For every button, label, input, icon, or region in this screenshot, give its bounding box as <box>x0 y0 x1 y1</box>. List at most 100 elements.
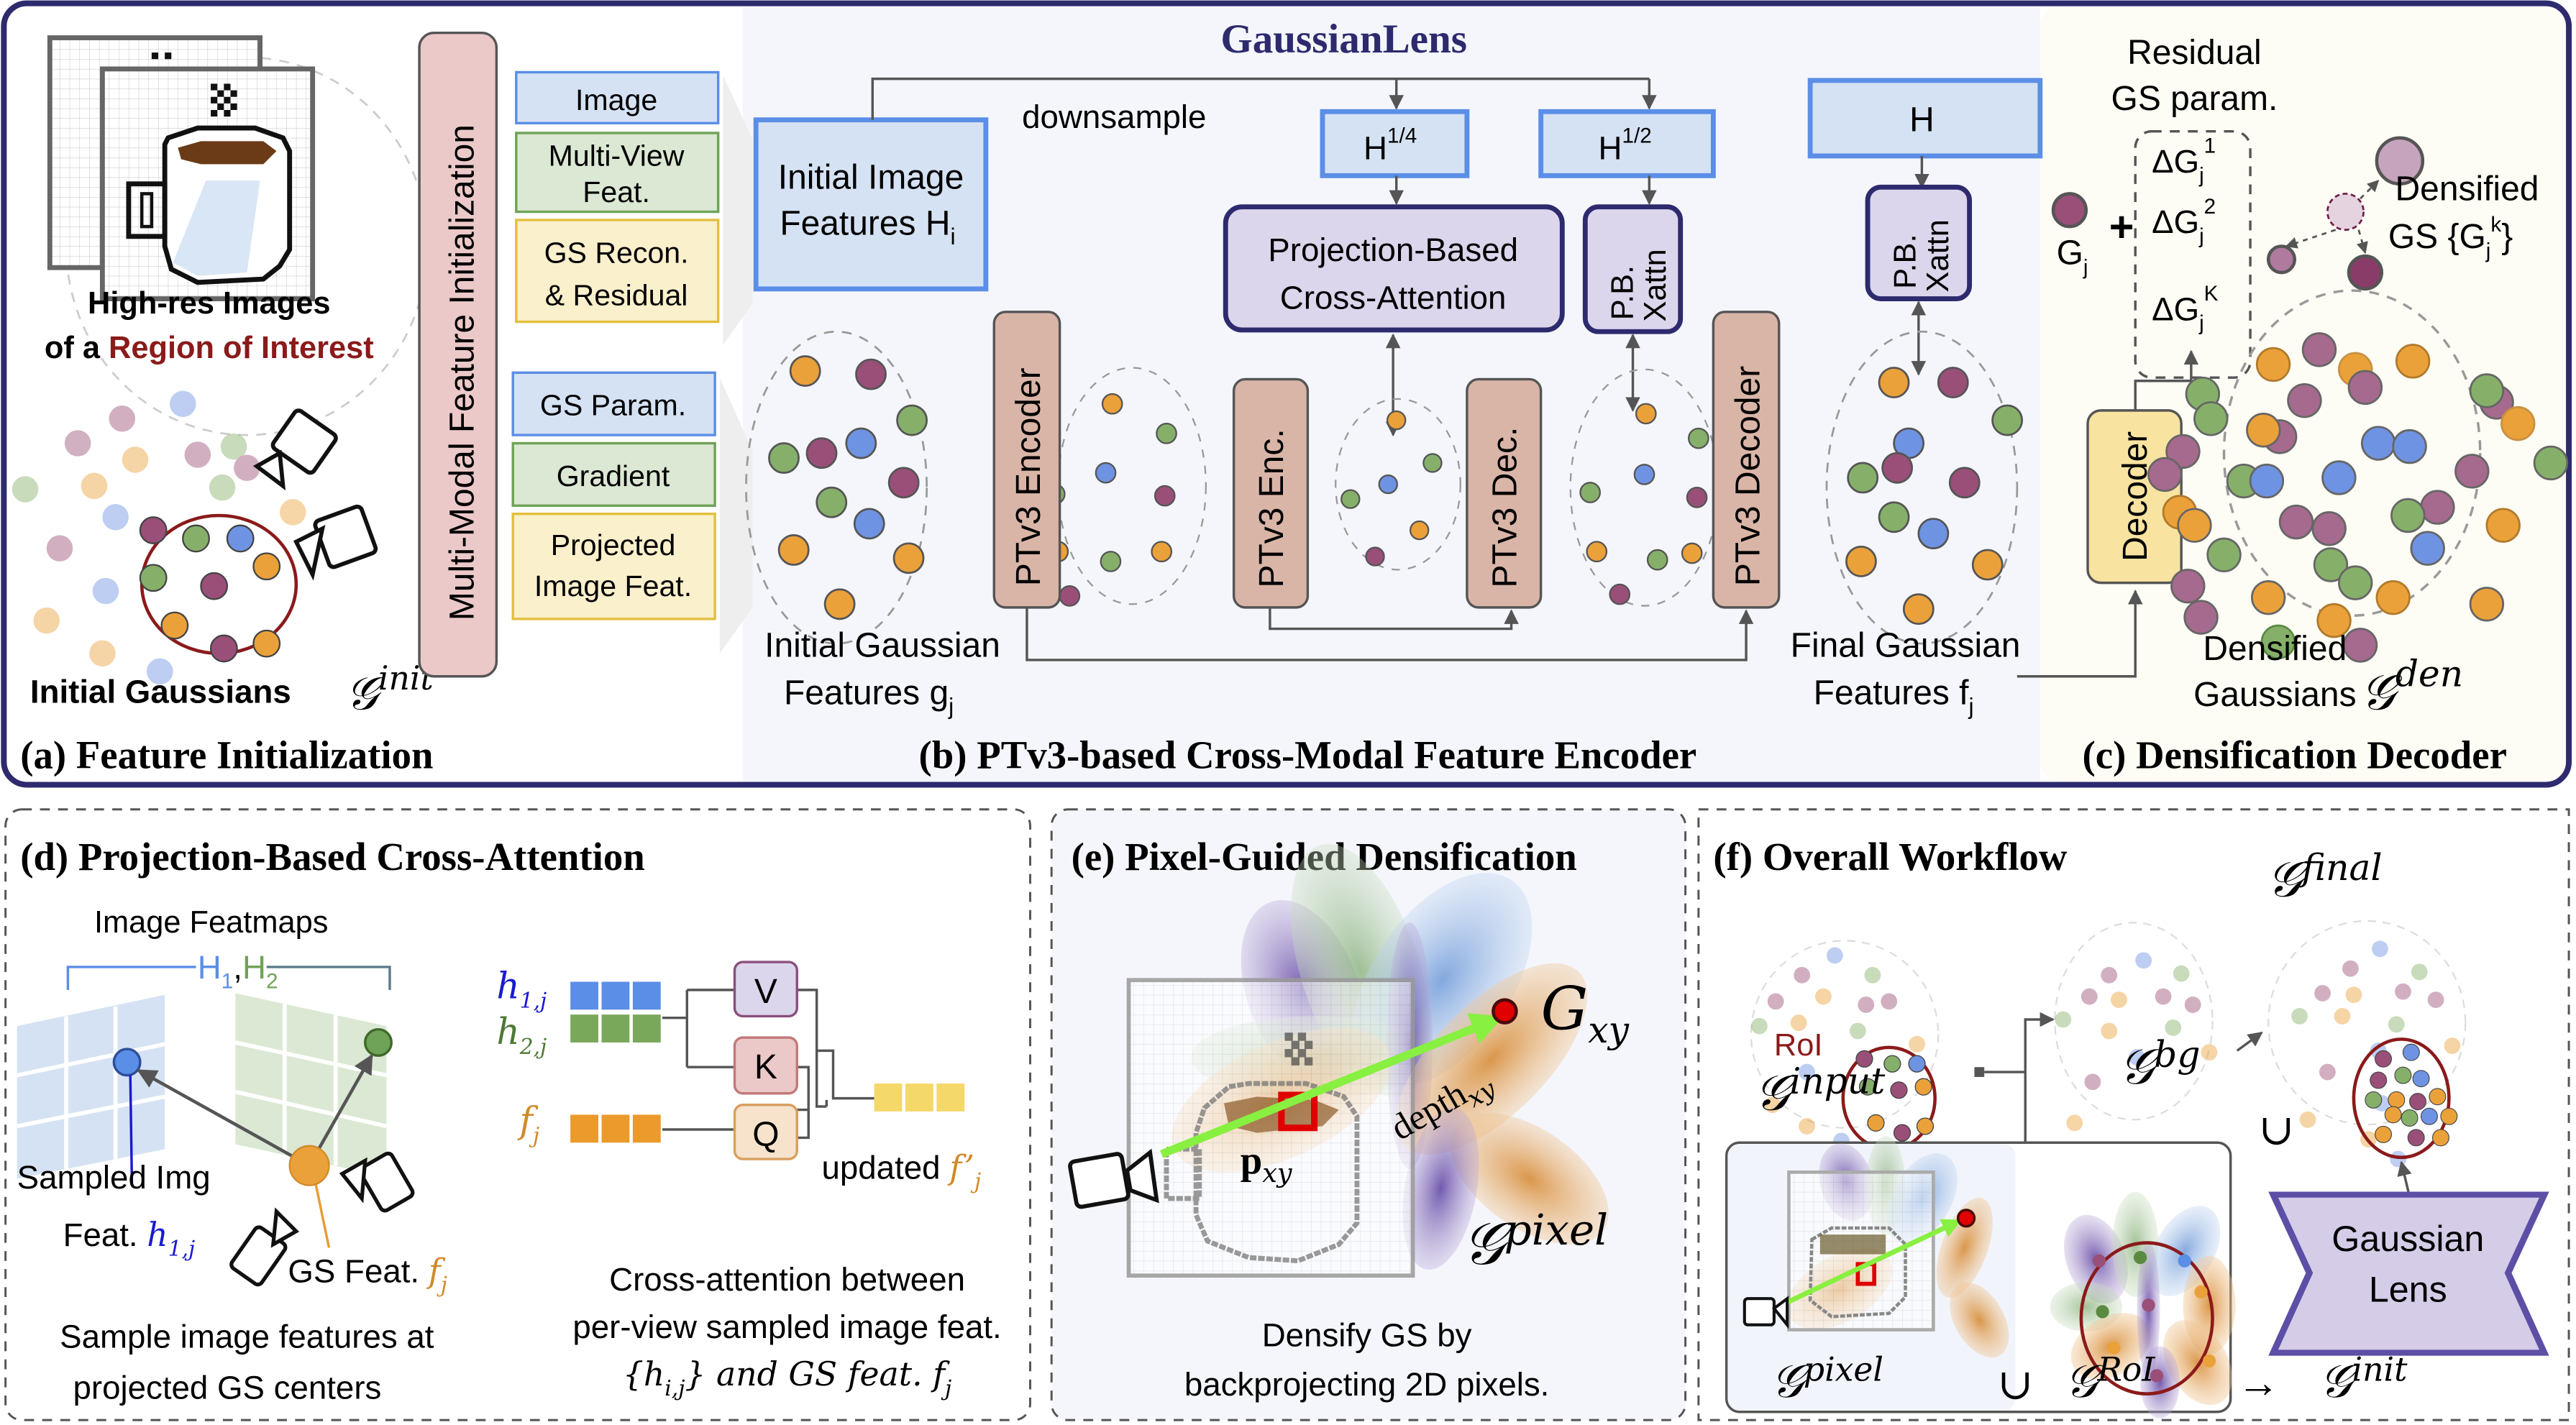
svg-text:Feat.: Feat. <box>583 175 650 209</box>
image-group-funnel <box>723 75 753 345</box>
arrow-features-to-decoder <box>2017 589 2143 678</box>
value-label: V <box>754 973 777 1011</box>
sampled-point-h1 <box>112 1048 142 1077</box>
pxy-label: pxy <box>1241 1139 1292 1188</box>
svg-text:& Residual: & Residual <box>545 279 688 312</box>
panel-d: (d) Projection-Based Cross-Attention Ima… <box>4 808 1031 1421</box>
panel-f-label: (f) Overall Workflow <box>1713 835 2068 879</box>
featmap-plane-2 <box>234 993 388 1178</box>
input-roi-gaussians <box>1855 1050 1935 1142</box>
residual-label-line1: Residual <box>2127 34 2262 72</box>
image-box <box>515 70 720 124</box>
ptv3-dec-block <box>1466 377 1543 609</box>
gaussian-cloud-bottleneck <box>1335 398 1461 571</box>
projection-based-cross-attention-block <box>1223 204 1565 333</box>
residual-params-box <box>2134 129 2252 379</box>
camera-icon <box>293 504 378 581</box>
projection-ray-1 <box>137 1068 311 1168</box>
h2j-token <box>570 1014 661 1043</box>
initial-image-features-line1: Initial Image <box>778 159 964 197</box>
gs-param-box <box>511 371 716 436</box>
initial-gaussians-caption: Initial Gaussians <box>30 673 291 710</box>
highres-image-front <box>99 66 316 302</box>
initial-gaussian-features-line2: Features gj <box>784 674 954 720</box>
final-gaussian-features-line2: Features fj <box>1814 674 1974 720</box>
steam-icon <box>211 83 237 117</box>
caption-right-line1: Cross-attention between <box>609 1261 965 1298</box>
gaussian-cloud-initial <box>745 330 928 645</box>
image-featmaps-label: Image Featmaps <box>94 905 328 940</box>
pb-xattn-block-1 <box>1582 204 1684 334</box>
camera-icon <box>1068 1148 1159 1209</box>
g-init-symbol: 𝒢init <box>345 659 434 720</box>
h-full-box <box>1807 78 2043 159</box>
background-gaussians <box>12 390 306 685</box>
panel-e: (e) Pixel-Guided Densification Gxy <box>1050 808 1687 1421</box>
densified-gaussians <box>2147 332 2569 663</box>
svg-text:Multi-View: Multi-View <box>549 139 685 173</box>
h1-h2-label: H1,H2 <box>198 949 278 994</box>
svg-text:Image Feat.: Image Feat. <box>534 569 692 602</box>
panel-b-label: (b) PTv3-based Cross-Modal Feature Encod… <box>919 733 1697 777</box>
pixel-image <box>1126 978 1415 1278</box>
g-den-symbol: 𝒢den <box>2360 652 2463 721</box>
child-gaussian-small <box>2266 244 2297 275</box>
highres-images-caption: High-res Images <box>88 286 330 321</box>
svg-text:Image: Image <box>575 83 657 116</box>
featmap-plane-1 <box>17 994 165 1179</box>
pb-xattn-block-2 <box>1865 184 1973 302</box>
h-quarter-box <box>1320 109 1470 178</box>
gaussian-cloud-final <box>1825 330 2024 645</box>
ptv3-dec-label: PTv3 Dec. <box>1486 427 1524 588</box>
child-gaussian-large <box>2375 136 2425 186</box>
child-gaussian-dark <box>2347 254 2384 291</box>
roi-label: RoI <box>1774 1028 1823 1063</box>
union-symbol: ∪ <box>2258 1105 2294 1155</box>
coffee-cup-icon <box>126 125 293 285</box>
panel-b: Initial Image Features Hi downsample H1/… <box>745 77 2043 777</box>
query-block <box>733 1104 798 1160</box>
skip-connection-outer <box>1026 607 1754 661</box>
panel-e-caption-line2: backprojecting 2D pixels. <box>1184 1366 1550 1403</box>
parent-gaussian <box>2326 193 2365 232</box>
panel-e-caption-line1: Densify GS by <box>1262 1316 1472 1353</box>
densified-gs-line1: Densified <box>2395 170 2539 209</box>
downsample-connector <box>871 77 1650 120</box>
region-of-interest-caption: of a Region of Interest <box>45 331 374 365</box>
panel-f: (f) Overall Workflow RoI 𝒢input <box>1697 808 2570 1421</box>
multimodal-feature-init-block <box>418 31 498 678</box>
densified-cloud-outline <box>2222 289 2482 617</box>
gaussian-lens-line2: Lens <box>2369 1270 2447 1310</box>
to-init-arrow: → <box>2237 1358 2280 1406</box>
h-full-label: H <box>1909 101 1935 139</box>
sampled-img-feat-line1: Sampled Img <box>17 1159 211 1196</box>
multiview-feat-box <box>515 132 720 214</box>
sampled-point-h2 <box>364 1027 393 1057</box>
caption-left-line2: projected GS centers <box>73 1369 381 1406</box>
union-symbol-2: ∪ <box>1997 1359 2033 1408</box>
gj-label: Gj <box>2057 234 2088 280</box>
gs-center-point <box>288 1145 330 1186</box>
caption-left-line1: Sample image features at <box>60 1319 434 1355</box>
value-block <box>733 961 798 1018</box>
pb-xattn-2-label2: Xattn <box>1921 219 1955 292</box>
projected-image-feat-box <box>511 512 716 620</box>
ptv3-enc-label: PTv3 Enc. <box>1253 429 1291 587</box>
gj-dot <box>2051 192 2088 229</box>
arrow-bg-to-final <box>2236 1031 2263 1052</box>
h1j-token <box>570 981 661 1010</box>
residual-label-line2: GS param. <box>2111 80 2278 118</box>
panel-d-label: (d) Projection-Based Cross-Attention <box>20 835 645 879</box>
backprojection-ray <box>1160 1013 1504 1158</box>
split-node <box>1974 1067 1985 1077</box>
panel-a-label: (a) Feature Initialization <box>20 733 433 777</box>
initial-image-features-box <box>753 117 989 292</box>
downsample-label: downsample <box>1022 98 1206 135</box>
gxy-point <box>1492 998 1518 1025</box>
camera-icon <box>1743 1296 1789 1329</box>
pbca-line1: Projection-Based <box>1268 232 1518 268</box>
camera-icon <box>229 1151 415 1287</box>
caption-right-line2: per-view sampled image feat. <box>572 1309 1001 1345</box>
svg-text:GS Param.: GS Param. <box>540 389 686 422</box>
h2-bracket <box>266 966 391 990</box>
